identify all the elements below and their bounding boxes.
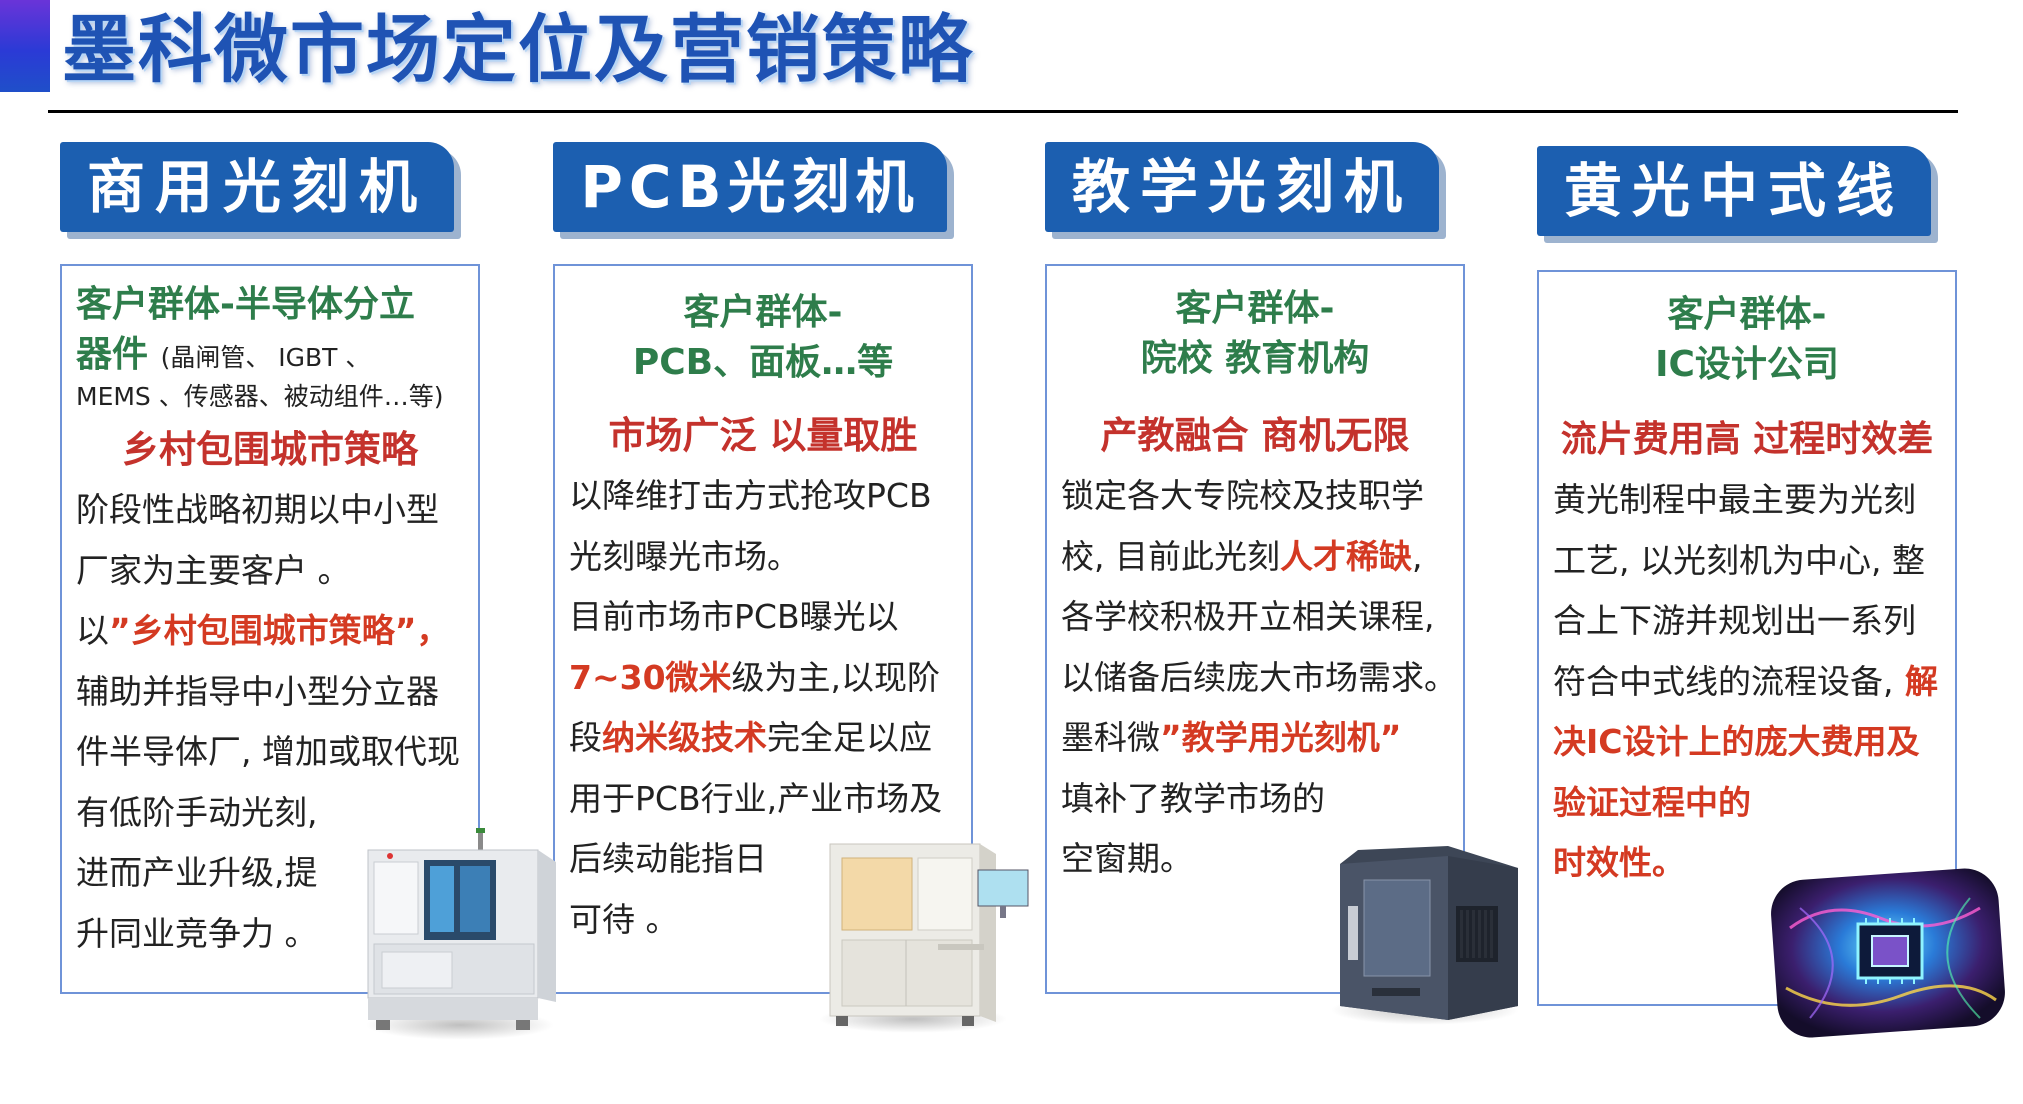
pcb-lithography-machine-image bbox=[829, 843, 1029, 1026]
body-line: 进而产业升级,提 bbox=[76, 853, 318, 892]
highlight-text: 解 bbox=[1893, 661, 1938, 701]
body-line: 以储备后续庞大市场需求。 bbox=[1061, 657, 1457, 697]
body-text: 符合中式线的流程设备, bbox=[1553, 661, 1894, 701]
body-text: 墨科微 bbox=[1061, 718, 1160, 757]
body-line: 后续动能指日 bbox=[569, 839, 767, 878]
body-line: 有低阶手动光刻, bbox=[76, 792, 318, 832]
body-line: 阶段性战略初期以中小型 bbox=[76, 490, 439, 529]
page-title: 墨科微市场定位及营销策略 bbox=[62, 7, 974, 93]
strategy-headline: 乡村包围城市策略 bbox=[122, 428, 418, 471]
body-line: 空窗期。 bbox=[1061, 839, 1193, 878]
strategy-headline: 流片费用高 过程时效差 bbox=[1560, 419, 1934, 460]
body-line: 时效性。 bbox=[1553, 843, 1685, 882]
segment-title-line: 器件 bbox=[76, 334, 149, 375]
column-header-teaching: 教学光刻机 bbox=[1045, 142, 1439, 232]
body-line: 可待 。 bbox=[569, 899, 679, 939]
column-header-yellow-line: 黄光中式线 bbox=[1537, 146, 1931, 236]
body-line: 以降维打击方式抢攻PCB bbox=[569, 476, 932, 515]
body-line: 光刻曝光市场。 bbox=[569, 536, 800, 576]
teaching-lithography-machine-image bbox=[1340, 846, 1518, 1020]
body-line: 各学校积极开立相关课程, bbox=[1061, 597, 1435, 636]
body-line: 目前市场市PCB曝光以 bbox=[569, 597, 899, 636]
chip-illustration-image bbox=[1771, 868, 2005, 1038]
title-divider bbox=[48, 110, 1958, 113]
segment-title-line: 客户群体- bbox=[683, 292, 843, 333]
column-header-commercial: 商用光刻机 bbox=[60, 142, 454, 232]
title-accent-bar bbox=[0, 0, 50, 92]
segment-title-line: IC设计公司 bbox=[1655, 344, 1839, 385]
body-line: 辅助并指导中小型分立器 bbox=[76, 671, 439, 711]
body-line: 7~30微米级为主,以现阶 bbox=[569, 648, 957, 709]
highlight-text: 纳米级技术 bbox=[602, 718, 767, 757]
segment-title-line: 客户群体- bbox=[1667, 294, 1827, 335]
segment-title: 客户群体- 院校 教育机构 bbox=[1061, 284, 1449, 384]
body-line: 符合中式线的流程设备, 解 bbox=[1553, 652, 1941, 713]
body-line: 厂家为主要客户 。 bbox=[76, 550, 351, 590]
commercial-lithography-machine-image bbox=[367, 828, 556, 1030]
segment-title: 客户群体- IC设计公司 bbox=[1553, 290, 1941, 390]
body-line: 件半导体厂, 增加或取代现 bbox=[76, 732, 460, 771]
segment-title: 客户群体- PCB、面板…等 bbox=[569, 288, 957, 388]
segment-title: 客户群体-半导体分立 器件 (晶闸管、 IGBT 、 bbox=[76, 280, 464, 380]
body-line: 决IC设计上的庞大费用及 bbox=[1553, 722, 1920, 761]
body-line: 用于PCB行业,产业市场及 bbox=[569, 778, 943, 818]
body-line: 升同业竞争力 。 bbox=[76, 913, 318, 953]
segment-title-line: PCB、面板…等 bbox=[632, 342, 894, 383]
body-text: 级为主,以现阶 bbox=[731, 657, 941, 697]
column-header-pcb: PCB光刻机 bbox=[553, 142, 947, 232]
segment-note: (晶闸管、 IGBT 、 bbox=[160, 343, 371, 372]
body-text: 校, 目前此光刻 bbox=[1061, 536, 1280, 576]
body-text: , bbox=[1411, 536, 1423, 576]
highlight-text: 7~30微米 bbox=[569, 657, 732, 697]
highlight-text: ”乡村包围城市策略”， bbox=[109, 611, 450, 650]
body-line: 校, 目前此光刻人才稀缺, bbox=[1061, 527, 1449, 588]
body-line: 墨科微”教学用光刻机” bbox=[1061, 708, 1449, 769]
body-text: 段 bbox=[569, 718, 602, 757]
segment-title-line: 客户群体-半导体分立 bbox=[76, 284, 415, 325]
highlight-text: 人才稀缺 bbox=[1279, 536, 1412, 576]
card-commercial: 客户群体-半导体分立 器件 (晶闸管、 IGBT 、 MEMS 、传感器、被动组… bbox=[60, 264, 480, 994]
body-text: 完全足以应 bbox=[767, 718, 932, 757]
body-line: 黄光制程中最主要为光刻 bbox=[1553, 480, 1916, 519]
body-line: 段纳米级技术完全足以应 bbox=[569, 708, 957, 769]
segment-note: MEMS 、传感器、被动组件…等) bbox=[76, 382, 444, 411]
body-line: 填补了教学市场的 bbox=[1061, 778, 1325, 818]
segment-title-line: 客户群体- bbox=[1175, 288, 1335, 329]
body-text: 以 bbox=[76, 611, 109, 650]
strategy-headline: 产教融合 商机无限 bbox=[1100, 414, 1410, 457]
body-line: 合上下游并规划出一系列 bbox=[1553, 601, 1916, 640]
highlight-text: ”教学用光刻机” bbox=[1160, 718, 1402, 757]
body-line: 以”乡村包围城市策略”， bbox=[76, 601, 464, 662]
strategy-headline: 市场广泛 以量取胜 bbox=[608, 414, 918, 457]
body-line: 工艺, 以光刻机为中心, 整 bbox=[1553, 540, 1925, 580]
segment-title-line: 院校 教育机构 bbox=[1140, 338, 1370, 379]
card-yellow-line: 客户群体- IC设计公司 流片费用高 过程时效差 黄光制程中最主要为光刻 工艺,… bbox=[1537, 270, 1957, 1006]
body-line: 锁定各大专院校及技职学 bbox=[1061, 476, 1424, 515]
body-line: 验证过程中的 bbox=[1553, 782, 1751, 822]
